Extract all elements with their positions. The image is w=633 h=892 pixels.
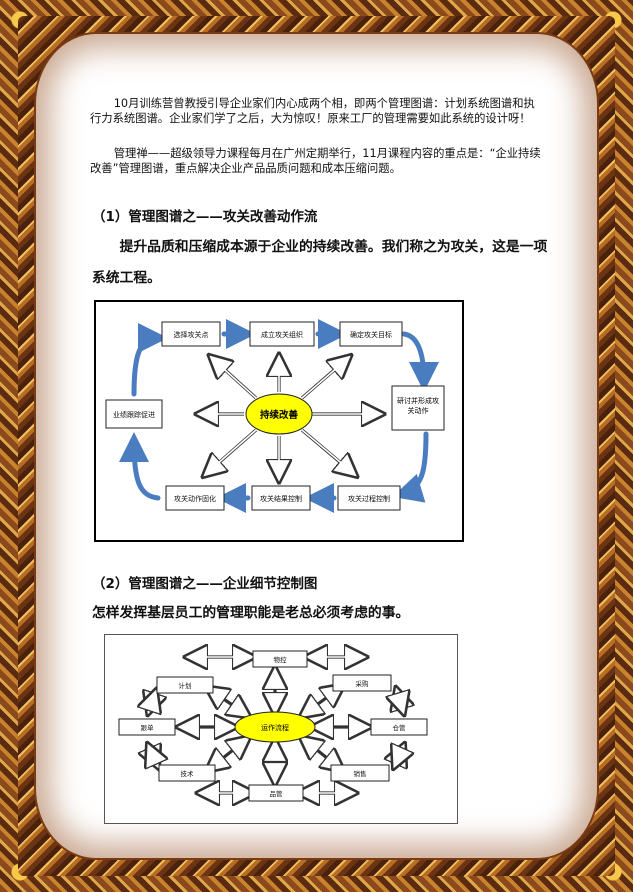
node-label: 品管 — [270, 789, 284, 798]
flow-arrows — [119, 319, 439, 513]
node-box — [337, 485, 401, 511]
node-label: 业绩跟踪促进 — [113, 410, 155, 419]
node-label: 物控 — [274, 655, 288, 664]
node-box — [251, 485, 311, 511]
node-box — [339, 321, 403, 347]
node-label: 选择攻关点 — [174, 330, 209, 339]
improvement-flow-diagram: 持续改善 选择攻关点 成立攻关组织 确定攻关目标 研讨并形成攻关动作 攻关过程控 — [94, 300, 464, 542]
section1-heading: （1）管理图谱之——攻关改善动作流 — [92, 209, 318, 225]
detail-control-svg: 运作流程 物控 采购 仓管 销售 品管 技术 跟单 计划 — [118, 635, 428, 823]
node-label: 销售 — [354, 769, 367, 778]
section1-lead: 提升品质和压缩成本源于企业的持续改善。我们称之为攻关，这是一项系统工程。 — [92, 239, 548, 286]
node-box — [249, 321, 315, 347]
node-label: 攻关过程控制 — [348, 494, 390, 503]
node-label: 采购 — [356, 679, 370, 688]
node-label: 成立攻关组织 — [261, 330, 303, 339]
node-box — [105, 399, 163, 429]
node-label: 攻关结果控制 — [260, 494, 302, 503]
node-label: 研讨并形成攻关动作 — [397, 397, 439, 415]
node-box — [165, 485, 225, 511]
intro-paragraph-1: 10月训练营曾教授引导企业家们内心成两个相，即两个管理图谱：计划系统图谱和执行力… — [90, 97, 535, 125]
detail-control-diagram: 运作流程 物控 采购 仓管 销售 品管 技术 跟单 计划 — [104, 634, 458, 824]
node-box — [391, 385, 445, 431]
section2-lead: 怎样发挥基层员工的管理职能是老总必须考虑的事。 — [92, 605, 410, 621]
node-box — [161, 321, 221, 347]
improvement-flow-svg: 持续改善 选择攻关点 成立攻关组织 确定攻关目标 研讨并形成攻关动作 攻关过程控 — [105, 319, 445, 513]
intro-paragraph-2: 管理禅——超级领导力课程每月在广州定期举行，11月课程内容的重点是：“企业持续改… — [90, 147, 541, 175]
center-label: 持续改善 — [260, 409, 299, 421]
node-label: 攻关动作固化 — [174, 494, 216, 503]
section2-heading: （2）管理图谱之——企业细节控制图 — [92, 576, 318, 592]
center-ellipse — [245, 393, 313, 435]
node-label: 仓管 — [393, 723, 407, 732]
center-label: 运作流程 — [261, 723, 289, 732]
center-ellipse — [234, 711, 316, 743]
node-label: 确定攻关目标 — [350, 330, 392, 339]
node-label: 计划 — [179, 681, 192, 690]
node-label: 跟单 — [141, 723, 155, 732]
node-label: 技术 — [181, 769, 195, 778]
